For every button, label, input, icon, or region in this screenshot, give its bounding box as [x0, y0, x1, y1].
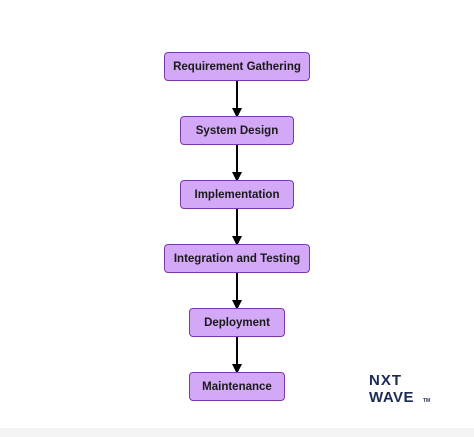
- step-deployment: Deployment: [189, 308, 285, 337]
- step-label: Implementation: [194, 188, 280, 201]
- step-implementation: Implementation: [180, 180, 294, 209]
- step-label: Integration and Testing: [173, 252, 301, 265]
- step-requirement-gathering: Requirement Gathering: [164, 52, 310, 81]
- bottom-band: [0, 428, 474, 437]
- step-label: Maintenance: [202, 380, 272, 393]
- svg-text:TM: TM: [423, 398, 430, 404]
- nxtwave-logo: NXT WAVE TM: [369, 372, 430, 406]
- step-system-design: System Design: [180, 116, 294, 145]
- step-label: System Design: [195, 124, 279, 137]
- step-label: Requirement Gathering: [173, 60, 301, 73]
- svg-text:NXT: NXT: [369, 372, 402, 389]
- step-integration-and-testing: Integration and Testing: [164, 244, 310, 273]
- svg-text:WAVE: WAVE: [369, 389, 414, 406]
- step-label: Deployment: [204, 316, 270, 329]
- step-maintenance: Maintenance: [189, 372, 285, 401]
